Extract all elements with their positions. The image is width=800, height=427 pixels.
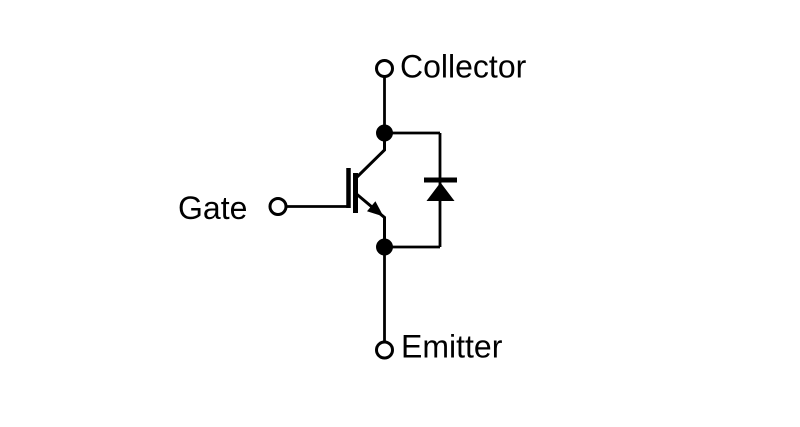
igbt-symbol [346,133,386,247]
terminal-labels: Collector Gate Emitter [178,49,527,365]
igbt-emitter-arrow-icon [367,201,384,217]
junction-dots [376,124,393,256]
collector-terminal [375,59,394,78]
emitter-label: Emitter [401,329,503,365]
terminals [268,59,394,360]
wires [286,76,442,342]
collector-label: Collector [400,49,527,85]
junction-dot-top [376,124,393,142]
junction-dot-bottom [376,238,393,256]
igbt-emitter-lead [355,192,386,247]
gate-terminal [268,197,288,216]
emitter-terminal [375,340,394,360]
diode-anode-triangle-icon [426,182,455,201]
diode-symbol [424,177,457,201]
gate-label: Gate [178,190,247,226]
